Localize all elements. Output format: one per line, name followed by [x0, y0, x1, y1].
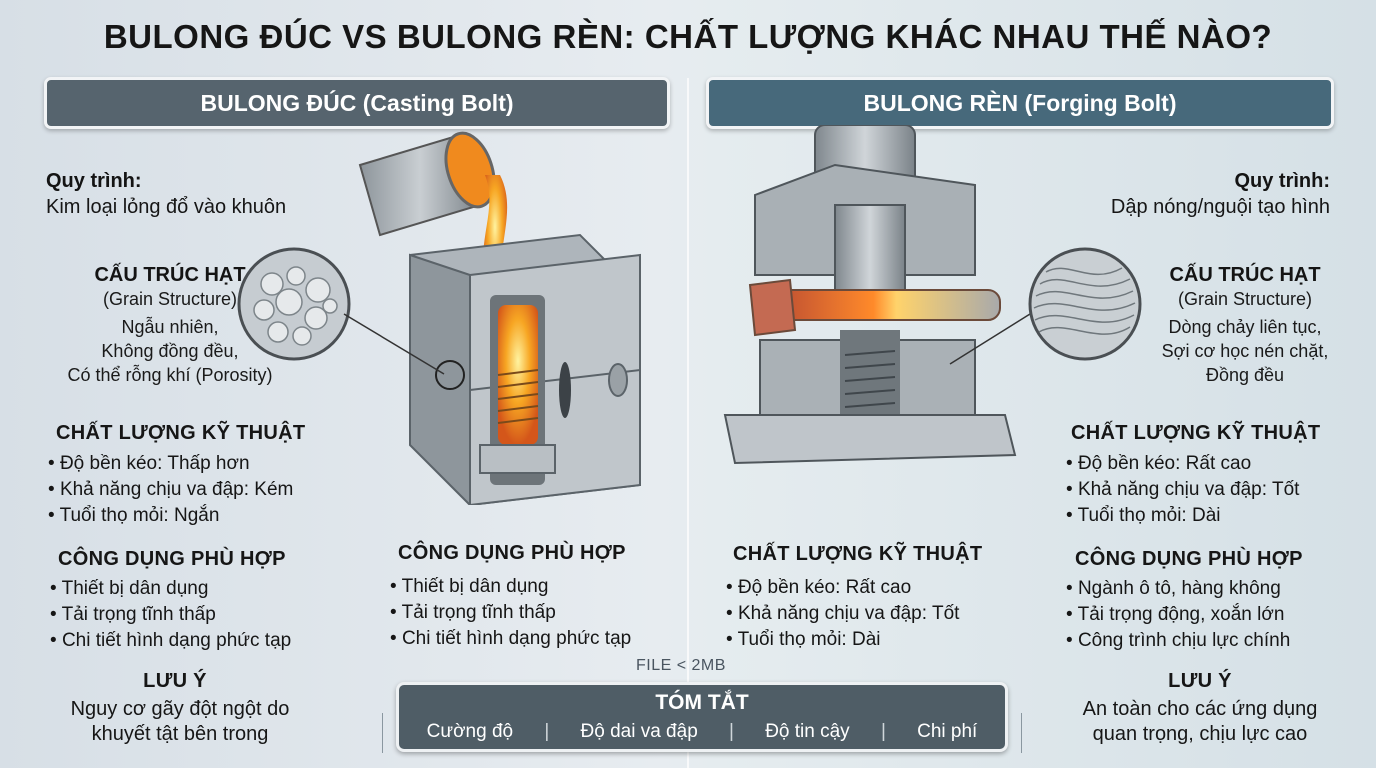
list-item: Công trình chịu lực chính [1066, 628, 1290, 654]
list-item: Độ bền kéo: Rất cao [1066, 451, 1299, 477]
casting-process-label: Quy trình: [46, 170, 142, 192]
summary-box: TÓM TẮT Cường độ | Độ dai va đập | Độ ti… [396, 682, 1008, 752]
forging-note-line-1: An toàn cho các ứng dụng [1082, 698, 1318, 720]
press-ram-icon [754, 125, 976, 296]
middle-usage-list: Thiết bị dân dụng Tải trọng tĩnh thấp Ch… [390, 574, 632, 652]
list-item: Tuổi thọ mỏi: Ngắn [48, 503, 293, 529]
summary-title: TÓM TẮT [655, 691, 749, 714]
list-item: Tuổi thọ mỏi: Dài [1066, 503, 1299, 529]
casting-grain-magnifier [237, 247, 445, 375]
casting-grain-line-3: Có thể rỗng khí (Porosity) [67, 365, 273, 385]
forging-process-text: Dập nóng/nguội tạo hình [1110, 196, 1330, 218]
middle-quality-list: Độ bền kéo: Rất cao Khả năng chịu va đập… [726, 575, 960, 653]
list-item: Tải trọng tĩnh thấp [390, 600, 631, 626]
mold-block-icon [409, 233, 641, 505]
forging-note-line-2: quan trọng, chịu lực cao [1092, 723, 1308, 745]
casting-grain-subtitle: (Grain Structure) [102, 289, 238, 309]
casting-quality-list: Độ bền kéo: Thấp hơn Khả năng chịu va đậ… [48, 451, 294, 529]
center-divider [687, 78, 689, 768]
forging-quality-list: Độ bền kéo: Rất cao Khả năng chịu va đập… [1066, 451, 1300, 529]
middle-usage-title: CÔNG DỤNG PHÙ HỢP [398, 542, 626, 564]
forging-grain-line-1: Dòng chảy liên tục, [1168, 317, 1322, 337]
list-item: Tải trọng tĩnh thấp [50, 602, 291, 628]
list-item: Khả năng chịu va đập: Tốt [726, 601, 959, 627]
summary-bracket [382, 713, 1022, 753]
press-die-icon [723, 330, 1017, 465]
list-item: Chi tiết hình dạng phức tạp [390, 626, 631, 652]
forging-grain-subtitle: (Grain Structure) [1177, 289, 1313, 309]
summary-item: Độ tin cậy [765, 721, 850, 742]
summary-items: Cường độ | Độ dai va đập | Độ tin cậy | … [399, 721, 1005, 743]
summary-separator: | [880, 721, 886, 742]
forging-usage-list: Ngành ô tô, hàng không Tải trọng động, x… [1066, 576, 1291, 654]
forging-grain-line-3: Đồng đều [1205, 365, 1285, 385]
middle-quality-title: CHẤT LƯỢNG KỸ THUẬT [733, 543, 983, 565]
forging-note-title: LƯU Ý [1168, 670, 1232, 692]
casting-grain-line-2: Không đồng đều, [101, 341, 239, 361]
casting-process-text: Kim loại lỏng đổ vào khuôn [46, 196, 287, 218]
list-item: Độ bền kéo: Rất cao [726, 575, 959, 601]
forging-bolt-header: BULONG RÈN (Forging Bolt) [706, 77, 1334, 129]
porosity-marker [435, 360, 465, 390]
casting-mold-illustration [358, 131, 641, 505]
casting-usage-list: Thiết bị dân dụng Tải trọng tĩnh thấp Ch… [50, 576, 292, 654]
casting-bolt-header: BULONG ĐÚC (Casting Bolt) [44, 77, 670, 129]
file-size-note: FILE < 2MB [636, 657, 726, 674]
list-item: Chi tiết hình dạng phức tạp [50, 628, 291, 654]
forging-quality-title: CHẤT LƯỢNG KỸ THUẬT [1071, 422, 1321, 444]
forging-grain-title: CẤU TRÚC HẠT [1169, 264, 1321, 286]
forging-press-illustration [723, 125, 1017, 465]
list-item: Khả năng chịu va đập: Tốt [1066, 477, 1299, 503]
casting-note-line-1: Nguy cơ gãy đột ngột do [70, 698, 290, 720]
list-item: Độ bền kéo: Thấp hơn [48, 451, 293, 477]
forging-process-label: Quy trình: [1234, 170, 1330, 192]
list-item: Thiết bị dân dụng [390, 574, 631, 600]
ladle-icon [358, 131, 496, 237]
summary-separator: | [729, 721, 734, 742]
casting-quality-title: CHẤT LƯỢNG KỸ THUẬT [56, 422, 306, 444]
hot-bolt-icon [748, 278, 1001, 337]
forging-grain-magnifier [949, 247, 1142, 365]
page-title: BULONG ĐÚC VS BULONG RÈN: CHẤT LƯỢNG KHÁ… [103, 18, 1273, 55]
casting-grain-line-1: Ngẫu nhiên, [121, 317, 219, 337]
forging-usage-title: CÔNG DỤNG PHÙ HỢP [1075, 548, 1303, 570]
casting-grain-title: CẤU TRÚC HẠT [94, 264, 246, 286]
summary-separator: | [544, 721, 550, 742]
casting-usage-title: CÔNG DỤNG PHÙ HỢP [58, 548, 286, 570]
forging-grain-block: CẤU TRÚC HẠT (Grain Structure) Dòng chảy… [1120, 264, 1370, 387]
casting-note-title: LƯU Ý [143, 670, 207, 692]
casting-grain-block: CẤU TRÚC HẠT (Grain Structure) Ngẫu nhiê… [40, 264, 300, 387]
list-item: Tải trọng động, xoắn lớn [1066, 602, 1290, 628]
forging-grain-line-2: Sợi cơ học nén chặt, [1161, 341, 1329, 361]
list-item: Ngành ô tô, hàng không [1066, 576, 1290, 602]
summary-item: Cường độ [426, 721, 514, 742]
list-item: Khả năng chịu va đập: Kém [48, 477, 293, 503]
list-item: Thiết bị dân dụng [50, 576, 291, 602]
list-item: Tuổi thọ mỏi: Dài [726, 627, 959, 653]
summary-item: Chi phí [917, 721, 978, 742]
summary-item: Độ dai va đập [580, 721, 698, 742]
casting-note-line-2: khuyết tật bên trong [91, 723, 269, 745]
